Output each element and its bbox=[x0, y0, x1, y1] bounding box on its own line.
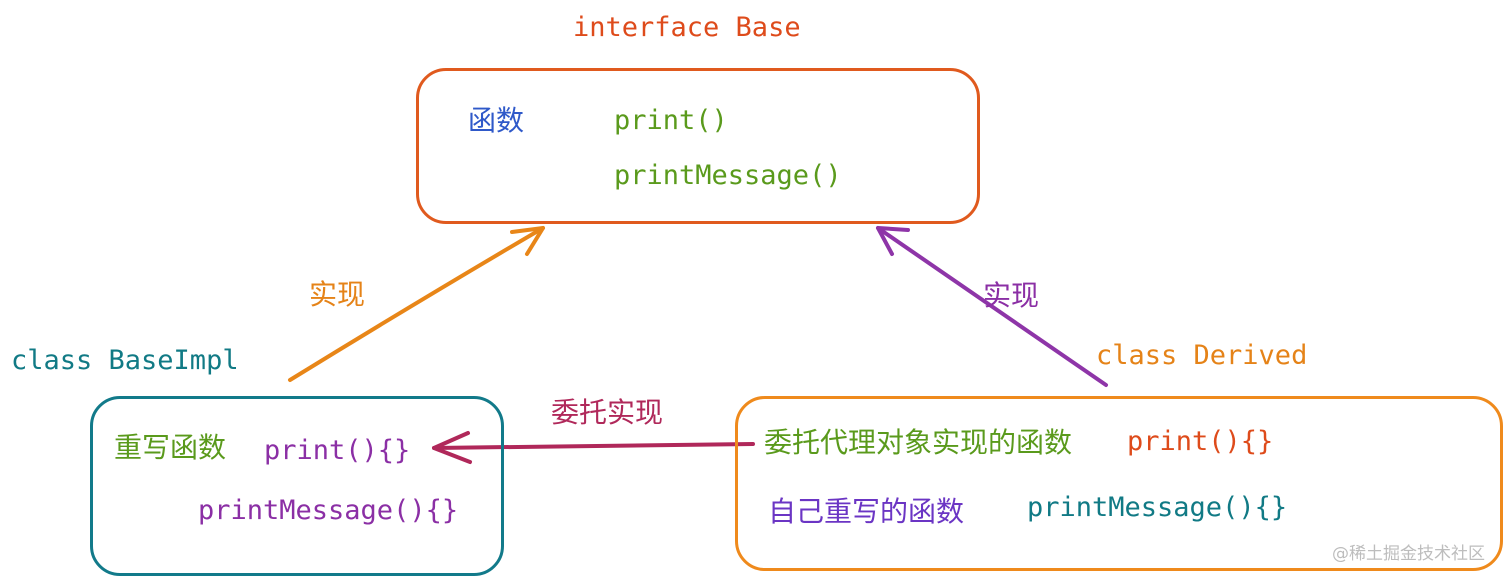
arrow-derived-to-baseimpl bbox=[432, 431, 755, 464]
interface-label: 函数 bbox=[468, 104, 525, 137]
interface-method-print: print() bbox=[614, 105, 728, 136]
interface-method-printmessage: printMessage() bbox=[614, 160, 842, 191]
baseimpl-label: 重写函数 bbox=[114, 431, 227, 464]
interface-title: interface Base bbox=[573, 12, 801, 43]
derived-method-printmessage: printMessage(){} bbox=[1027, 492, 1288, 523]
baseimpl-box bbox=[90, 396, 504, 576]
watermark: @稀土掘金技术社区 bbox=[1332, 544, 1485, 564]
arrow-shaft bbox=[876, 226, 1108, 387]
baseimpl-method-print: print(){} bbox=[264, 435, 411, 466]
interface-box bbox=[416, 68, 980, 224]
derived-box bbox=[735, 396, 1503, 571]
arrow-label-right: 实现 bbox=[983, 279, 1040, 312]
arrow-baseimpl-to-base bbox=[288, 226, 545, 382]
arrowhead bbox=[876, 226, 910, 256]
baseimpl-title: class BaseImpl bbox=[11, 345, 239, 376]
derived-label-delegated: 委托代理对象实现的函数 bbox=[764, 426, 1073, 459]
arrow-shaft bbox=[288, 226, 545, 382]
arrowhead bbox=[510, 226, 545, 256]
arrow-label-middle: 委托实现 bbox=[551, 396, 664, 429]
arrow-shaft bbox=[432, 442, 755, 450]
derived-title: class Derived bbox=[1096, 340, 1308, 371]
arrow-label-left: 实现 bbox=[309, 278, 366, 311]
derived-label-overridden: 自己重写的函数 bbox=[768, 495, 965, 528]
baseimpl-method-printmessage: printMessage(){} bbox=[198, 495, 459, 526]
derived-method-print: print(){} bbox=[1127, 426, 1274, 457]
arrow-derived-to-base bbox=[876, 226, 1108, 387]
arrowhead bbox=[432, 431, 472, 464]
